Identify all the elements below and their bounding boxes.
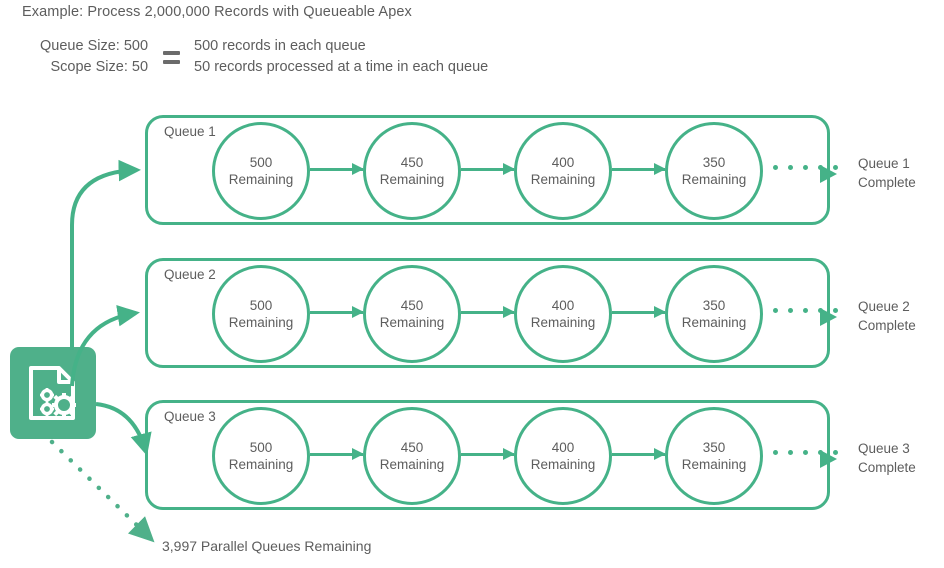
legend-left-column: Queue Size: 500 Scope Size: 50 bbox=[40, 36, 148, 78]
node-unit: Remaining bbox=[530, 457, 596, 472]
continuation-dots bbox=[773, 165, 843, 172]
legend-block: Queue Size: 500 Scope Size: 50 500 recor… bbox=[40, 36, 488, 78]
queue-node[interactable]: 500 Remaining bbox=[212, 122, 310, 220]
queue-node[interactable]: 400 Remaining bbox=[514, 122, 612, 220]
node-connector-arrow bbox=[612, 163, 666, 175]
node-count: 350 bbox=[702, 155, 726, 170]
node-count: 500 bbox=[249, 440, 273, 455]
complete-line-2: Complete bbox=[858, 460, 916, 475]
queue-node[interactable]: 500 Remaining bbox=[212, 407, 310, 505]
queue-node-strip: 500 Remaining 450 Remaining 400 Remainin… bbox=[148, 261, 838, 365]
queue-complete-label: Queue 1 Complete bbox=[858, 154, 916, 192]
queue-node[interactable]: 350 Remaining bbox=[665, 122, 763, 220]
queue-label: Queue 3 bbox=[162, 409, 218, 424]
queue-node[interactable]: 350 Remaining bbox=[665, 265, 763, 363]
page-title: Example: Process 2,000,000 Records with … bbox=[22, 4, 412, 20]
node-unit: Remaining bbox=[681, 457, 747, 472]
node-unit: Remaining bbox=[681, 172, 747, 187]
queue-complete-arrow-icon bbox=[820, 450, 837, 468]
queue-row: Queue 1 500 Remaining 450 Remaining 400 … bbox=[145, 115, 838, 225]
legend-records-per-batch: 50 records processed at a time in each q… bbox=[194, 59, 489, 75]
legend-right-column: 500 records in each queue 50 records pro… bbox=[194, 36, 488, 78]
node-unit: Remaining bbox=[379, 457, 445, 472]
queue-label: Queue 1 bbox=[162, 124, 218, 139]
equals-icon bbox=[154, 50, 188, 64]
node-connector-arrow bbox=[612, 306, 666, 318]
node-count: 500 bbox=[249, 298, 273, 313]
node-unit: Remaining bbox=[228, 315, 294, 330]
node-count: 350 bbox=[702, 298, 726, 313]
node-unit: Remaining bbox=[379, 315, 445, 330]
node-connector-arrow bbox=[461, 306, 515, 318]
source-records-icon bbox=[10, 347, 96, 439]
node-connector-arrow bbox=[310, 163, 364, 175]
legend-scope-size: Scope Size: 50 bbox=[50, 59, 149, 75]
complete-line-2: Complete bbox=[858, 318, 916, 333]
queue-node[interactable]: 450 Remaining bbox=[363, 407, 461, 505]
node-connector-arrow bbox=[461, 163, 515, 175]
complete-line-2: Complete bbox=[858, 175, 916, 190]
queue-node[interactable]: 400 Remaining bbox=[514, 407, 612, 505]
node-unit: Remaining bbox=[681, 315, 747, 330]
node-unit: Remaining bbox=[379, 172, 445, 187]
node-count: 400 bbox=[551, 298, 575, 313]
node-count: 400 bbox=[551, 155, 575, 170]
node-connector-arrow bbox=[310, 306, 364, 318]
queue-node-strip: 500 Remaining 450 Remaining 400 Remainin… bbox=[148, 403, 838, 507]
continuation-dots bbox=[773, 450, 843, 457]
node-unit: Remaining bbox=[228, 172, 294, 187]
node-unit: Remaining bbox=[228, 457, 294, 472]
node-count: 350 bbox=[702, 440, 726, 455]
complete-line-1: Queue 2 bbox=[858, 299, 910, 314]
node-unit: Remaining bbox=[530, 315, 596, 330]
node-connector-arrow bbox=[310, 448, 364, 460]
queue-row: Queue 3 500 Remaining 450 Remaining 400 … bbox=[145, 400, 838, 510]
queue-complete-label: Queue 2 Complete bbox=[858, 297, 916, 335]
node-connector-arrow bbox=[612, 448, 666, 460]
complete-line-1: Queue 1 bbox=[858, 156, 910, 171]
queue-complete-arrow-icon bbox=[820, 165, 837, 183]
node-count: 400 bbox=[551, 440, 575, 455]
queue-node[interactable]: 450 Remaining bbox=[363, 265, 461, 363]
parallel-queues-remaining-label: 3,997 Parallel Queues Remaining bbox=[162, 538, 372, 554]
queue-label: Queue 2 bbox=[162, 267, 218, 282]
queue-node[interactable]: 450 Remaining bbox=[363, 122, 461, 220]
node-count: 450 bbox=[400, 440, 424, 455]
legend-queue-size: Queue Size: 500 bbox=[40, 38, 149, 54]
queue-row: Queue 2 500 Remaining 450 Remaining 400 … bbox=[145, 258, 838, 368]
queue-node[interactable]: 350 Remaining bbox=[665, 407, 763, 505]
queue-node[interactable]: 400 Remaining bbox=[514, 265, 612, 363]
queue-complete-arrow-icon bbox=[820, 308, 837, 326]
node-count: 450 bbox=[400, 298, 424, 313]
queue-node-strip: 500 Remaining 450 Remaining 400 Remainin… bbox=[148, 118, 838, 222]
legend-records-per-queue: 500 records in each queue bbox=[194, 38, 366, 54]
queue-complete-label: Queue 3 Complete bbox=[858, 439, 916, 477]
node-connector-arrow bbox=[461, 448, 515, 460]
node-count: 500 bbox=[249, 155, 273, 170]
queue-node[interactable]: 500 Remaining bbox=[212, 265, 310, 363]
node-count: 450 bbox=[400, 155, 424, 170]
complete-line-1: Queue 3 bbox=[858, 441, 910, 456]
continuation-dots bbox=[773, 308, 843, 315]
node-unit: Remaining bbox=[530, 172, 596, 187]
